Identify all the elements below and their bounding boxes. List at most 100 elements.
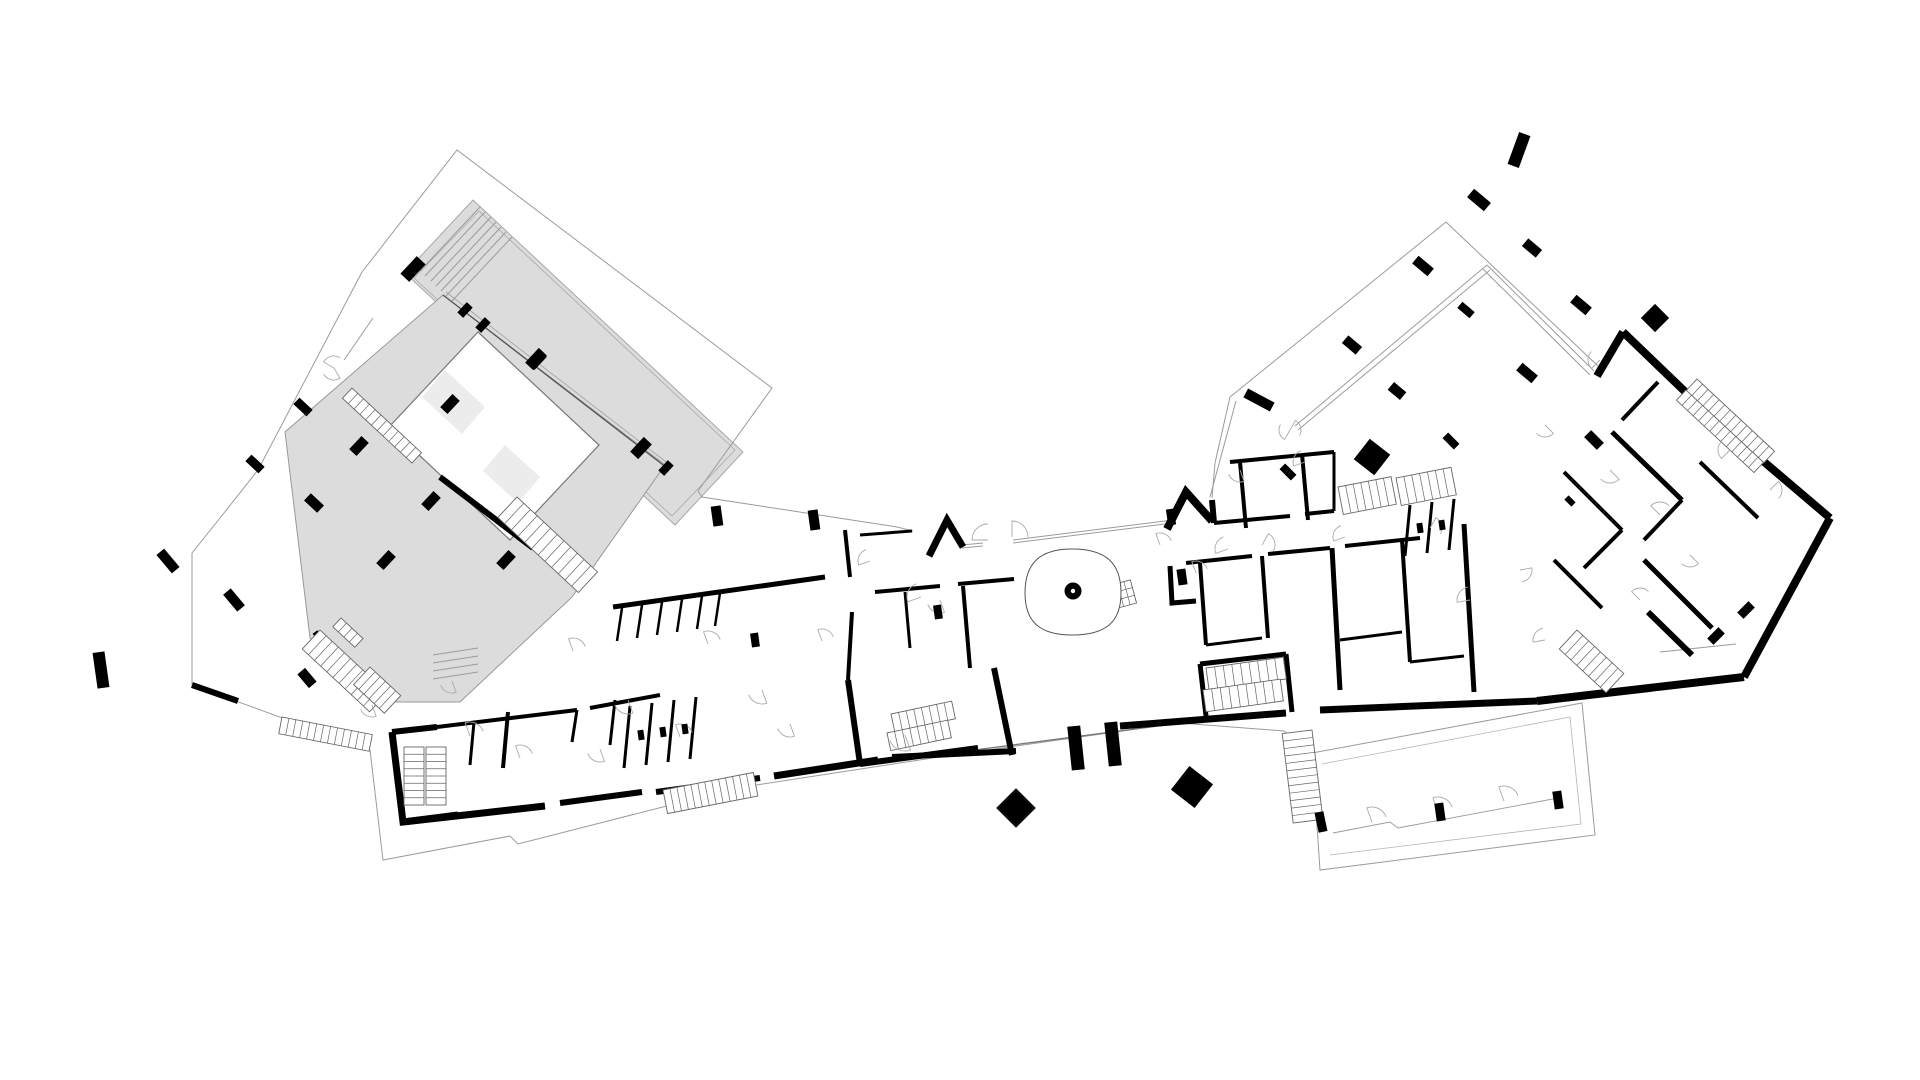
column xyxy=(156,548,180,574)
column xyxy=(527,350,547,370)
stair-step xyxy=(388,430,399,442)
door-swing xyxy=(464,721,484,737)
wall-segment xyxy=(589,693,661,710)
stair-outline xyxy=(1337,476,1397,516)
stair-step xyxy=(531,528,551,549)
door-swing xyxy=(1332,525,1346,542)
outline-line xyxy=(424,211,486,277)
outline-line xyxy=(1297,269,1491,431)
wall-segment xyxy=(644,702,654,766)
wall-segment xyxy=(1260,555,1270,639)
stair xyxy=(1202,678,1284,713)
outline-line xyxy=(432,647,479,656)
stair-step xyxy=(333,727,338,745)
outline-line xyxy=(951,722,1181,754)
stair-step xyxy=(1211,688,1215,711)
wall-segment xyxy=(1562,470,1624,532)
stair-step xyxy=(1582,651,1601,672)
stair-step xyxy=(1731,441,1742,453)
stair-step xyxy=(704,781,710,806)
stair-step xyxy=(1228,686,1233,709)
stair-step xyxy=(1288,781,1319,787)
stair-step xyxy=(378,690,396,709)
stair-step xyxy=(1283,737,1313,742)
stair-step xyxy=(1248,661,1253,684)
outline-line xyxy=(430,216,492,282)
wall-segment xyxy=(559,789,643,806)
stair-step xyxy=(394,436,405,448)
wall-segment xyxy=(859,529,913,537)
wall-segment xyxy=(1409,654,1465,664)
column xyxy=(1243,388,1275,412)
stair-step xyxy=(1403,476,1410,505)
column xyxy=(750,632,760,648)
wall-segment xyxy=(1199,651,1287,667)
door-swing xyxy=(1261,533,1276,552)
wall-segment xyxy=(612,574,826,610)
stair-step xyxy=(363,676,381,695)
outline-line xyxy=(445,231,507,297)
column xyxy=(659,726,667,738)
stair-step xyxy=(359,403,370,415)
door-swing xyxy=(777,723,796,738)
outline-line xyxy=(1486,264,1595,372)
wall-segment xyxy=(1536,673,1745,705)
column xyxy=(1457,301,1475,319)
door-swing xyxy=(1214,536,1229,555)
stair-step xyxy=(1419,473,1426,501)
stair-step xyxy=(1702,394,1714,407)
column xyxy=(1521,238,1543,258)
stair-step xyxy=(344,669,364,690)
stair-step xyxy=(365,409,376,421)
stair-step xyxy=(340,729,345,746)
outline-line xyxy=(419,206,481,272)
column xyxy=(1584,430,1604,450)
wall-segment xyxy=(1319,697,1538,714)
stair-step xyxy=(1692,405,1703,416)
stair-step xyxy=(332,658,351,678)
stair-step xyxy=(373,685,391,704)
stage-pad xyxy=(483,445,540,503)
stair-step xyxy=(697,783,703,807)
wall-segment xyxy=(622,705,632,769)
outline-line xyxy=(1321,716,1582,856)
wall-segment xyxy=(608,699,617,746)
wall-segment xyxy=(961,585,972,669)
wall-segment xyxy=(191,682,239,704)
stair-outline xyxy=(662,771,759,815)
stair-step xyxy=(1737,446,1748,458)
wall-segment xyxy=(695,595,704,630)
stair-step xyxy=(1231,664,1236,687)
stair-step xyxy=(338,663,357,684)
column xyxy=(630,436,652,460)
column xyxy=(1552,790,1564,810)
wall-segment xyxy=(1740,516,1834,679)
door-swing xyxy=(817,628,834,642)
column xyxy=(1387,382,1407,400)
column xyxy=(245,454,265,474)
door-swing xyxy=(1681,554,1700,568)
stair-step xyxy=(292,719,297,737)
stair-step xyxy=(1564,635,1584,655)
column xyxy=(1067,725,1085,771)
door-swing xyxy=(587,748,606,763)
column xyxy=(1434,802,1446,822)
column xyxy=(1176,568,1188,586)
mat-grid-line xyxy=(1123,581,1131,605)
stair-step xyxy=(358,671,376,690)
stair-step xyxy=(313,723,318,741)
wall-segment xyxy=(1582,528,1624,570)
door-swing xyxy=(1278,424,1291,441)
stair-step xyxy=(1345,485,1352,514)
door-swing xyxy=(323,367,341,381)
stair-step xyxy=(939,721,945,740)
outline-line xyxy=(697,490,914,532)
door-swing xyxy=(906,583,922,603)
door-swing xyxy=(440,680,457,694)
outline-line xyxy=(432,663,479,672)
column xyxy=(1707,627,1725,645)
stair-step xyxy=(347,730,352,748)
stair-step xyxy=(320,725,325,742)
stair-step xyxy=(1719,409,1731,422)
